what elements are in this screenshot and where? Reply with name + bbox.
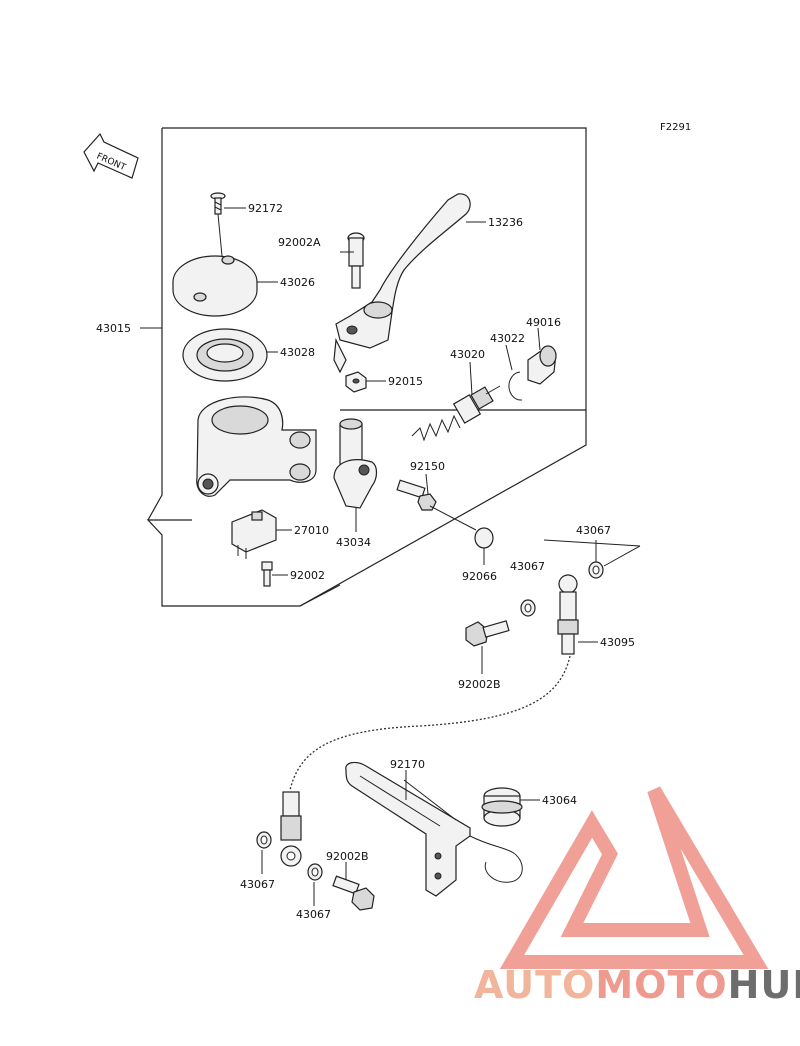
banjo-bolt-92002B-upper <box>465 620 510 647</box>
screw-92172 <box>210 192 226 215</box>
label-27010: 27010 <box>294 524 329 537</box>
brake-lever-13236 <box>333 193 471 374</box>
label-13236: 13236 <box>488 216 523 229</box>
hose-fitting-lower <box>280 791 302 867</box>
figure-code: F2291 <box>660 122 691 133</box>
diaphragm-43028 <box>182 328 268 382</box>
label-43015: 43015 <box>96 322 131 335</box>
washer-43067-mid <box>520 599 536 617</box>
washer-43067-upper <box>588 561 604 579</box>
hose-clip <box>469 835 523 883</box>
screw-92002 <box>261 561 273 587</box>
label-43022: 43022 <box>490 332 525 345</box>
bracket-92170 <box>345 761 471 897</box>
label-92170: 92170 <box>390 758 425 771</box>
banjo-bolt-92002B-lower <box>332 875 375 911</box>
label-43026: 43026 <box>280 276 315 289</box>
label-92150: 92150 <box>410 460 445 473</box>
part-labels: 92172 13236 92002A 43026 43015 43028 490… <box>96 202 635 921</box>
label-92002: 92002 <box>290 569 325 582</box>
label-92015: 92015 <box>388 375 423 388</box>
label-92172: 92172 <box>248 202 283 215</box>
watermark-text: AUTOMOTOHUB <box>474 963 800 1007</box>
label-92066: 92066 <box>462 570 497 583</box>
reservoir-cap-43026 <box>172 255 258 317</box>
hose-fitting-43095 <box>557 574 579 655</box>
label-43067-lower-right: 43067 <box>296 908 331 921</box>
label-43067-upper: 43067 <box>576 524 611 537</box>
label-43028: 43028 <box>280 346 315 359</box>
leader-lines <box>140 207 641 906</box>
label-43067-mid: 43067 <box>510 560 545 573</box>
watermark-logo-icon <box>499 786 769 969</box>
label-43067-lower-left: 43067 <box>240 878 275 891</box>
bolt-92150 <box>396 479 437 511</box>
label-43034: 43034 <box>336 536 371 549</box>
boot-49016 <box>527 345 557 385</box>
label-43064: 43064 <box>542 794 577 807</box>
label-43020: 43020 <box>450 348 485 361</box>
nut-92015 <box>345 371 367 393</box>
label-92002A: 92002A <box>278 236 321 249</box>
brake-hose <box>289 655 571 791</box>
master-cylinder-body <box>196 396 317 497</box>
front-arrow-icon: FRONT <box>83 132 139 179</box>
circlip-43022 <box>508 371 523 401</box>
clamp-43034 <box>333 418 378 509</box>
washer-43067-lower-left <box>256 831 272 849</box>
grommet-43064 <box>481 787 523 827</box>
switch-27010 <box>231 509 277 559</box>
label-49016: 49016 <box>526 316 561 329</box>
piston-assembly-43020 <box>411 385 501 442</box>
label-92002B-upper: 92002B <box>458 678 501 691</box>
label-92002B-lower: 92002B <box>326 850 369 863</box>
pivot-bolt-92002A <box>347 232 365 289</box>
cap-92066 <box>474 527 494 549</box>
washer-43067-lower-right <box>307 863 323 881</box>
label-43095: 43095 <box>600 636 635 649</box>
